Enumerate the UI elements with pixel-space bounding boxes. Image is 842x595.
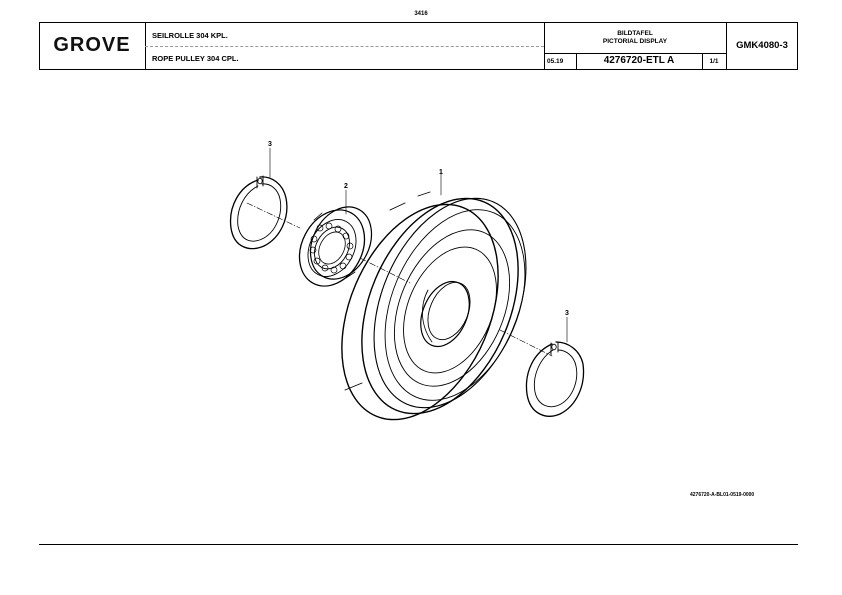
model-number: GMK4080-3 [736,40,788,51]
divider [544,53,726,54]
description-english: ROPE PULLEY 304 CPL. [152,54,239,63]
circlip-right [525,316,585,417]
sheet-number: 1/1 [709,58,719,65]
drawing-reference: 4276720-A-BL01-0519-0000 [690,492,755,498]
callout-pulley: 1 [439,169,443,176]
divider [544,23,545,69]
sheet-type-german: BILDTAFEL [617,30,653,37]
drawing-number: 4276720-ETL A [603,55,675,66]
divider [726,23,727,69]
circlip-left [229,147,288,250]
divider [702,53,703,69]
rope-pulley [341,169,527,421]
sheet-type-english: PICTORIAL DISPLAY [602,38,668,45]
logo-text: GROVE [53,34,131,56]
callout-circlip-right: 3 [565,310,569,317]
grove-logo: GROVE [40,23,144,68]
title-block: GROVE SEILROLLE 304 KPL. ROPE PULLEY 304… [39,22,798,70]
sheet-type: BILDTAFEL PICTORIAL DISPLAY [544,30,726,46]
description-german: SEILROLLE 304 KPL. [152,31,228,40]
callout-bearing: 2 [344,183,348,190]
ball-bearing [298,189,373,287]
divider [145,46,544,47]
bottom-rule [39,544,798,545]
divider [576,53,577,69]
callout-circlip-left: 3 [268,141,272,148]
page-number: 3416 [414,11,428,17]
date: 05.19 [547,58,564,65]
